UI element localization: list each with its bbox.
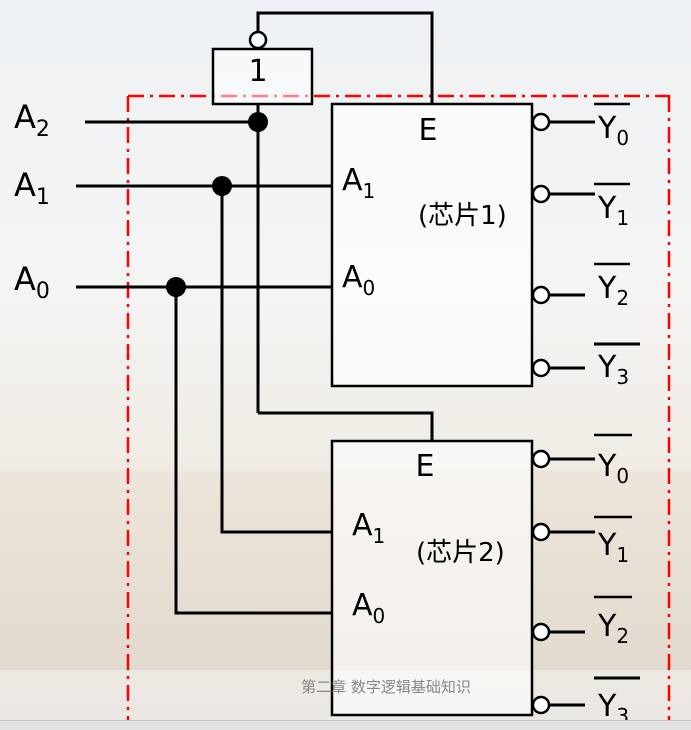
wire-chip2-enable [258,411,434,441]
chip1-enable-label: E [419,113,438,148]
inverter-gate: 1 [211,30,314,106]
junctions [166,112,268,297]
chip2-output-labels: Y0 Y1 Y2 Y3 [594,433,640,728]
junction-dot [166,277,186,297]
boundary-box [126,94,671,729]
bottom-bar [0,720,691,730]
chip2-enable-label: E [416,449,435,484]
wire-a1-chip2 [220,186,332,534]
wire-chip1-enable [256,11,434,104]
chip2-title: (芯片2) [416,538,505,568]
junction-dot [212,176,232,196]
wire-a0-chip2 [174,287,332,615]
junction-dot [248,112,268,132]
inverter-label: 1 [248,54,267,89]
wires [76,11,595,707]
chip2-input-a0: A0 [352,588,385,628]
chip-2: E A1 A0 (芯片2) [330,439,551,717]
svg-text:Y2: Y2 [597,271,629,310]
chip-1: E A1 A0 (芯片1) [330,102,551,388]
chip2-input-a1: A1 [352,508,385,548]
chip1-input-a0: A0 [342,260,375,300]
svg-text:Y2: Y2 [597,609,629,648]
svg-text:Y1: Y1 [597,528,629,567]
svg-text:Y1: Y1 [597,191,629,230]
footer-chapter-title: 第二章 数字逻辑基础知识 [301,678,471,696]
input-label-a2: A2 [14,98,50,142]
svg-text:Y0: Y0 [597,111,629,150]
svg-text:Y3: Y3 [597,350,629,389]
input-label-a1: A1 [14,166,50,210]
svg-text:Y0: Y0 [597,449,629,488]
chip1-output-labels: Y0 Y1 Y2 Y3 [594,102,640,389]
chip1-input-a1: A1 [342,163,375,203]
chip1-output-bubbles [531,112,551,378]
inversion-bubble [248,30,268,50]
input-label-a0: A0 [14,260,50,304]
chip1-title: (芯片1) [418,201,507,231]
chip2-output-bubbles [531,449,551,715]
